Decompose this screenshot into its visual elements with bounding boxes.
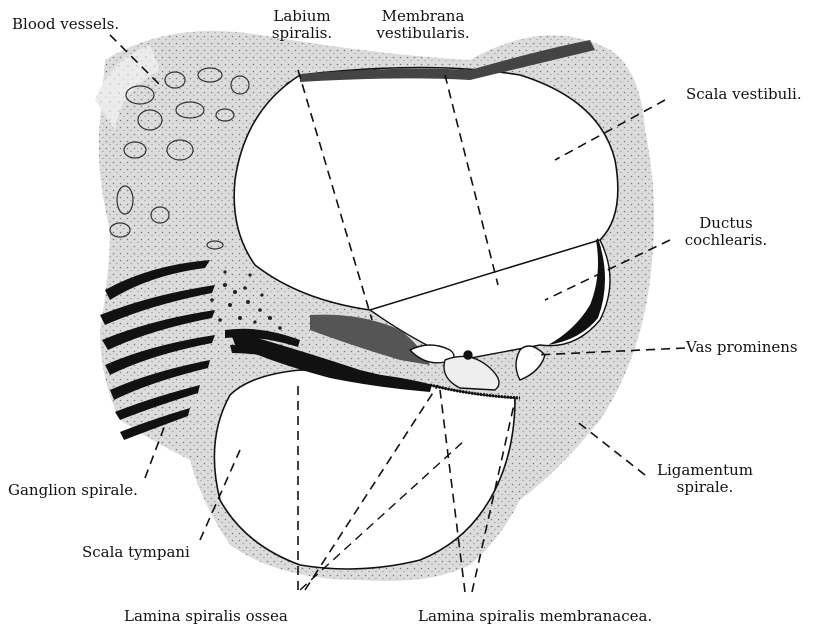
label-labium-spiralis-line2: spiralis. bbox=[262, 25, 342, 42]
label-labium-spiralis-line1: Labium bbox=[262, 8, 342, 25]
leader-ligamentum-spirale bbox=[575, 420, 645, 475]
label-scala-vestibuli: Scala vestibuli. bbox=[686, 86, 802, 103]
label-ligamentum-spirale-line1: Ligamentum bbox=[640, 462, 770, 479]
label-lamina-spiralis-ossea: Lamina spiralis ossea bbox=[124, 608, 288, 625]
label-membrana-vestibularis-line2: vestibularis. bbox=[362, 25, 484, 42]
label-blood-vessels: Blood vessels. bbox=[12, 16, 119, 33]
label-lamina-spiralis-membranacea: Lamina spiralis membranacea. bbox=[418, 608, 652, 625]
label-ductus-cochlearis-line2: cochlearis. bbox=[670, 232, 782, 249]
label-ganglion-spirale: Ganglion spirale. bbox=[8, 482, 138, 499]
label-ligamentum-spirale: Ligamentum spirale. bbox=[640, 462, 770, 496]
label-membrana-vestibularis: Membrana vestibularis. bbox=[362, 8, 484, 42]
label-ligamentum-spirale-line2: spirale. bbox=[640, 479, 770, 496]
label-ductus-cochlearis: Ductus cochlearis. bbox=[670, 215, 782, 249]
label-ductus-cochlearis-line1: Ductus bbox=[670, 215, 782, 232]
label-membrana-vestibularis-line1: Membrana bbox=[362, 8, 484, 25]
label-scala-tympani: Scala tympani bbox=[82, 544, 190, 561]
label-vas-prominens: Vas prominens bbox=[686, 339, 798, 356]
label-labium-spiralis: Labium spiralis. bbox=[262, 8, 342, 42]
